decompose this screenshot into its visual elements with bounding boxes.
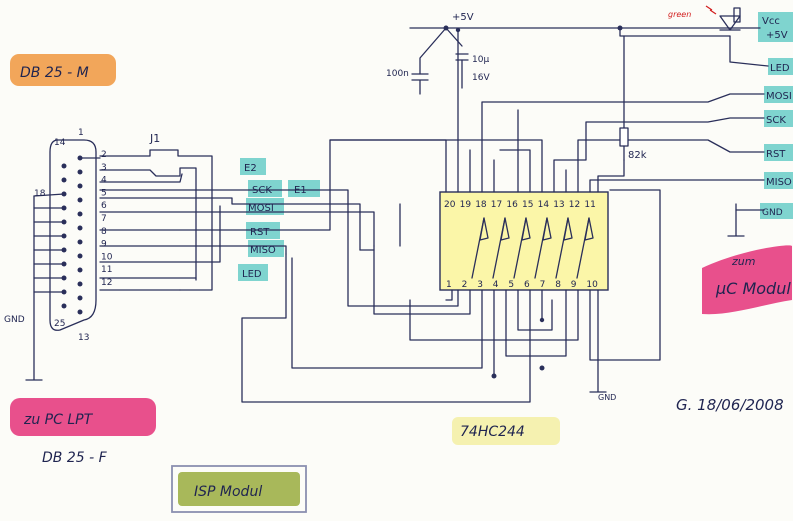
tag-mosi-bg	[246, 198, 284, 215]
uc-sck-bg	[764, 110, 793, 127]
tag-miso-bg	[248, 240, 284, 257]
db25-connector	[49, 139, 97, 331]
ic-74hc244-body	[439, 191, 609, 291]
isp-modul-box	[171, 465, 307, 513]
led-symbol	[705, 5, 717, 15]
ic-buffers	[471, 217, 594, 279]
uc-vcc-bg	[758, 12, 793, 42]
uc-modul-highlight	[702, 245, 792, 315]
uc-gnd-bg	[760, 203, 793, 219]
tag-sck-bg	[248, 180, 282, 197]
junction-dots	[443, 25, 623, 379]
uc-miso-bg	[764, 172, 793, 189]
tag-led-bg	[238, 264, 268, 281]
pc-lpt-highlight	[10, 398, 156, 436]
uc-mosi-bg	[764, 86, 793, 103]
uc-led-bg	[768, 58, 793, 75]
ic-label-highlight	[452, 417, 560, 445]
db25m-highlight	[10, 54, 116, 86]
wiring	[25, 7, 769, 403]
tag-e2-bg	[240, 158, 266, 175]
isp-modul-highlight	[178, 472, 300, 506]
tag-e1-bg	[288, 180, 320, 197]
uc-rst-bg	[764, 144, 793, 161]
